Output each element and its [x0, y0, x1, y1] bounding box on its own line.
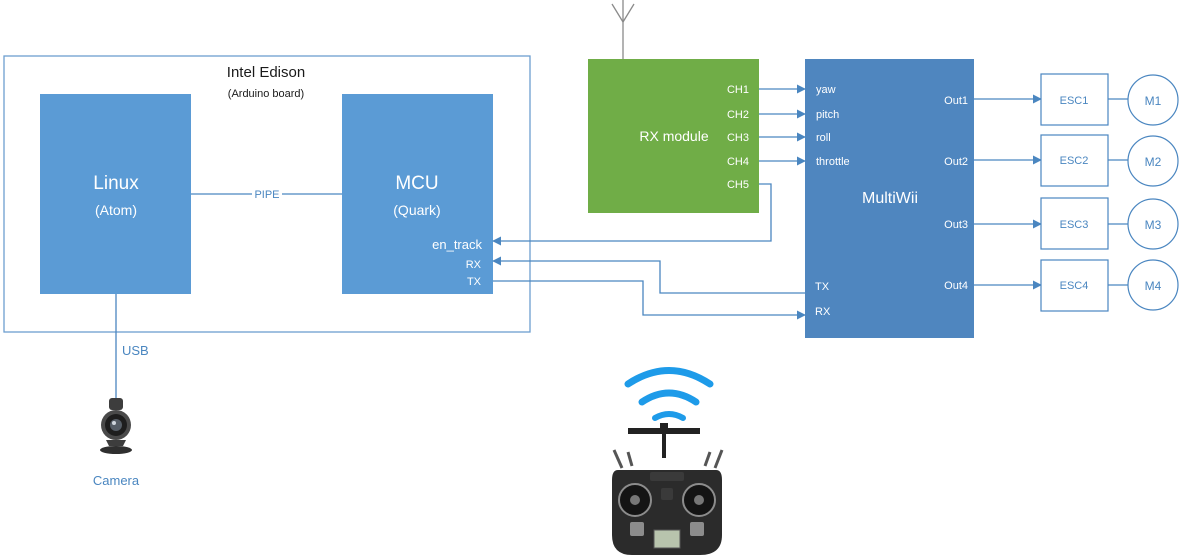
m3-label: M3: [1145, 218, 1162, 232]
esc3-box: [1040, 197, 1109, 250]
m4-label: M4: [1145, 279, 1162, 293]
motor-m3: [1127, 198, 1179, 250]
ch4-label: CH4: [727, 156, 749, 168]
antenna-icon: [611, 0, 635, 59]
m2-label: M2: [1145, 155, 1162, 169]
input-yaw: yaw: [816, 84, 836, 96]
wire-ch5-en-track: [492, 183, 772, 246]
atom-label: (Atom): [95, 202, 137, 218]
mcu-label: MCU: [395, 173, 438, 194]
wire-mcu-tx-to-rx: [493, 280, 806, 320]
mcu-box: [342, 94, 493, 294]
pin-rx: RX: [466, 259, 482, 271]
motor-m4: [1127, 259, 1179, 311]
esc4-box: [1040, 259, 1109, 312]
input-throttle: throttle: [816, 156, 850, 168]
multiwii-tx: TX: [815, 281, 830, 293]
multiwii-box: [805, 59, 974, 338]
motor-m1: [1127, 74, 1179, 126]
rx-module-box: [588, 59, 759, 213]
multiwii-label: MultiWii: [862, 190, 918, 207]
rc-transmitter-icon: [612, 423, 724, 555]
output-out2: Out2: [944, 156, 968, 168]
edison-title: Intel Edison: [227, 64, 305, 81]
esc1-label: ESC1: [1060, 95, 1089, 107]
input-pitch: pitch: [816, 109, 839, 121]
camera-label: Camera: [93, 473, 140, 488]
wifi-signal-icon: [624, 367, 714, 421]
edison-subtitle: (Arduino board): [228, 88, 304, 100]
rx-module-label: RX module: [639, 128, 708, 144]
output-out1: Out1: [944, 95, 968, 107]
pin-en-track: en_track: [432, 237, 482, 252]
output-out4: Out4: [944, 280, 968, 292]
esc3-label: ESC3: [1060, 219, 1089, 231]
ch2-label: CH2: [727, 109, 749, 121]
wire-tx-to-mcu-rx: [492, 256, 805, 294]
ch5-label: CH5: [727, 179, 749, 191]
usb-label: USB: [122, 343, 149, 358]
esc4-label: ESC4: [1060, 280, 1089, 292]
pipe-label-bg: [252, 187, 282, 200]
linux-label: Linux: [93, 173, 139, 194]
esc2-box: [1040, 134, 1109, 187]
motor-m2: [1127, 135, 1179, 187]
multiwii-rx: RX: [815, 306, 831, 318]
linux-box: [40, 94, 191, 294]
m1-label: M1: [1145, 94, 1162, 108]
esc2-label: ESC2: [1060, 155, 1089, 167]
ch3-label: CH3: [727, 132, 749, 144]
intel-edison-board: Intel Edison (Arduino board) Linux (Atom…: [3, 55, 531, 333]
pipe-label: PIPE: [254, 189, 279, 201]
ch1-label: CH1: [727, 84, 749, 96]
quark-label: (Quark): [393, 202, 440, 218]
input-roll: roll: [816, 132, 831, 144]
pin-tx: TX: [467, 276, 482, 288]
webcam-icon: [100, 398, 132, 454]
output-out3: Out3: [944, 219, 968, 231]
